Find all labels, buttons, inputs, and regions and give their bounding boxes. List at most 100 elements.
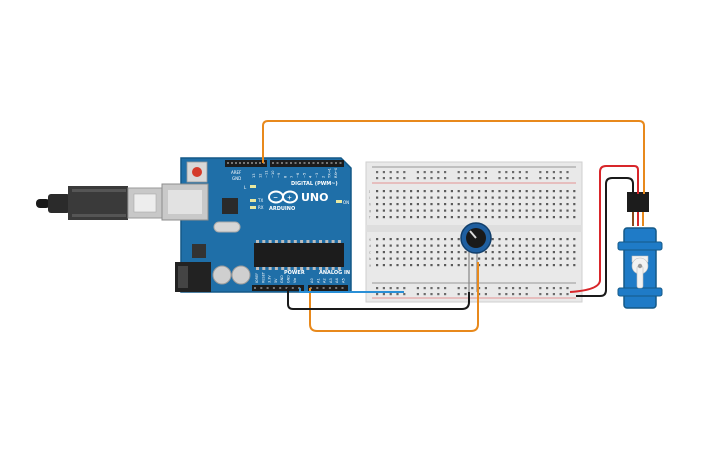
servo-horn-icon[interactable] — [631, 255, 649, 289]
breadboard-hole — [505, 196, 508, 199]
breadboard-rail-hole — [430, 287, 433, 290]
header-hole — [322, 287, 325, 289]
breadboard-hole — [505, 190, 508, 193]
breadboard-hole — [546, 251, 549, 254]
breadboard-hole — [376, 203, 379, 206]
header-hole — [317, 162, 319, 164]
breadboard-hole — [382, 264, 385, 267]
led-on — [336, 200, 342, 203]
breadboard-hole — [498, 244, 501, 247]
breadboard-hole — [512, 209, 515, 212]
breadboard-hole — [457, 203, 460, 206]
wire-a0-pot-wiper[interactable] — [309, 262, 479, 332]
usb-cable-boot — [48, 194, 70, 213]
breadboard-hole — [444, 251, 447, 254]
breadboard-hole — [546, 238, 549, 241]
breadboard-rail-hole — [403, 287, 406, 290]
breadboard-hole — [382, 238, 385, 241]
header-hole — [247, 162, 249, 164]
breadboard-hole — [403, 216, 406, 219]
breadboard-rail-hole — [382, 293, 385, 296]
breadboard-hole — [525, 264, 528, 267]
breadboard-hole — [559, 196, 562, 199]
header-hole — [259, 162, 261, 164]
breadboard-hole — [532, 257, 535, 260]
breadboard-hole — [389, 216, 392, 219]
breadboard-hole — [552, 203, 555, 206]
header-hole — [330, 162, 333, 164]
breadboard-rail-hole — [423, 287, 426, 290]
breadboard-hole — [423, 196, 426, 199]
breadboard-rail-hole — [518, 287, 521, 290]
breadboard-rail-hole — [471, 177, 474, 180]
breadboard-hole — [512, 203, 515, 206]
chip-pin — [325, 240, 329, 243]
breadboard-rail-hole — [382, 177, 385, 180]
digital-pin-label: 13 — [252, 173, 256, 178]
breadboard-hole — [539, 209, 542, 212]
breadboard-rail-hole — [396, 293, 399, 296]
breadboard-hole — [573, 209, 576, 212]
breadboard-hole — [396, 216, 399, 219]
breadboard-hole — [512, 190, 515, 193]
breadboard-hole — [410, 209, 413, 212]
breadboard-hole — [410, 216, 413, 219]
wire-5v-breadboard[interactable] — [299, 288, 404, 293]
wire-servo-power[interactable] — [569, 165, 639, 293]
breadboard-hole — [539, 251, 542, 254]
breadboard-hole — [566, 216, 569, 219]
breadboard-hole — [423, 190, 426, 193]
chip-pin — [281, 267, 285, 270]
gnd-label: GND — [232, 176, 241, 181]
breadboard-hole — [546, 209, 549, 212]
breadboard-hole — [518, 190, 521, 193]
breadboard-hole — [376, 264, 379, 267]
header-hole — [279, 287, 282, 289]
breadboard-hole — [389, 203, 392, 206]
analog-pin-label: A5 — [342, 278, 346, 283]
breadboard-rail-hole — [444, 177, 447, 180]
header-hole — [291, 287, 294, 289]
breadboard-hole — [566, 196, 569, 199]
breadboard-hole — [471, 196, 474, 199]
breadboard-hole — [505, 264, 508, 267]
breadboard-hole — [491, 251, 494, 254]
breadboard-hole — [559, 209, 562, 212]
chip-pin — [337, 267, 341, 270]
breadboard-hole — [382, 257, 385, 260]
chip-pin — [300, 267, 304, 270]
breadboard-hole — [430, 244, 433, 247]
wire-gnd-breadboard[interactable] — [287, 288, 470, 310]
crystal — [213, 221, 241, 233]
breadboard-rail-hole — [437, 177, 440, 180]
servo-tab-top — [617, 241, 663, 251]
wire-servo-ground[interactable] — [576, 177, 634, 297]
breadboard-hole — [539, 244, 542, 247]
servo-motor[interactable] — [617, 192, 663, 309]
breadboard-hole — [450, 190, 453, 193]
breadboard-hole — [457, 196, 460, 199]
breadboard-hole — [450, 196, 453, 199]
breadboard-hole — [552, 244, 555, 247]
header-hole — [339, 162, 342, 164]
digital-header-left — [225, 160, 267, 167]
breadboard-row-label: d — [369, 244, 371, 248]
breadboard-hole — [491, 257, 494, 260]
wire-signal-pin9-servo[interactable] — [262, 120, 645, 194]
breadboard-hole — [552, 190, 555, 193]
usb-cable[interactable] — [36, 186, 163, 220]
breadboard-hole — [464, 209, 467, 212]
breadboard-hole — [457, 190, 460, 193]
digital-pin-label: 12 — [258, 173, 262, 178]
breadboard-hole — [416, 244, 419, 247]
breadboard-hole — [498, 196, 501, 199]
breadboard-hole — [546, 190, 549, 193]
breadboard-rail-hole — [539, 177, 542, 180]
header-hole — [321, 162, 324, 164]
breadboard-rail-hole — [512, 177, 515, 180]
breadboard-hole — [498, 264, 501, 267]
analog-pin-label: A3 — [329, 278, 333, 283]
breadboard-rail-hole — [437, 287, 440, 290]
